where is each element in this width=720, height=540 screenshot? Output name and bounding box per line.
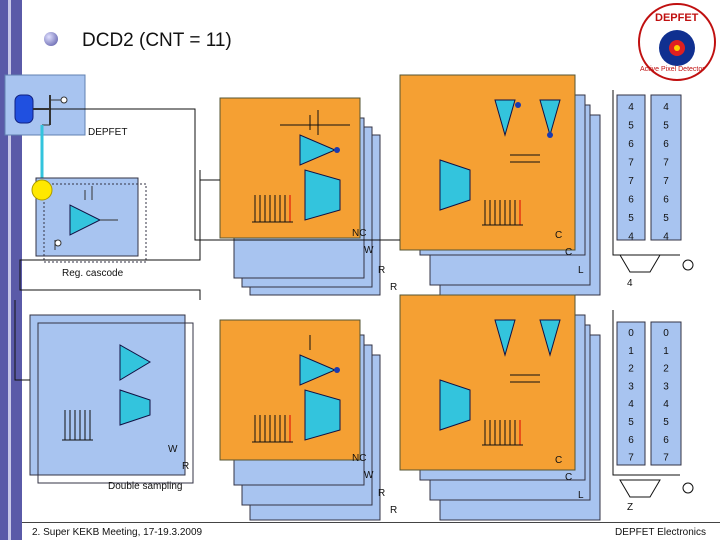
table-cell-bot_right: 0 [663, 328, 669, 339]
table-cell-top_right: 5 [663, 213, 669, 224]
table-cell-top_right: 4 [663, 102, 669, 113]
table-cell-bot_left: 0 [628, 328, 634, 339]
output-table-values: 4 5 6 7 7 6 5 4 4 5 6 7 7 6 5 4 0 1 2 3 4 5 6 7 0 1 2 3 4 5 6 7 [628, 102, 669, 464]
double-sampling-box [29, 314, 194, 484]
c-top-label-1: C [555, 230, 563, 241]
r-bottom-label-1: R [378, 488, 386, 499]
table-cell-top_left: 7 [628, 176, 634, 187]
table-cell-top_left: 7 [628, 158, 634, 169]
w-top-label: W [364, 245, 374, 256]
table-cell-bot_left: 5 [628, 417, 634, 428]
title-bullet-icon [44, 32, 58, 46]
table-cell-top_left: 4 [628, 232, 634, 243]
r-bottom-label-2: R [390, 505, 398, 516]
table-cell-top_left: 5 [628, 121, 634, 132]
l-bottom-label: L [578, 490, 584, 501]
table-cell-bot_left: 7 [628, 453, 634, 464]
table-cell-top_left: 4 [628, 102, 634, 113]
table-cell-top_left: 5 [628, 213, 634, 224]
table-cell-top_right: 6 [663, 195, 669, 206]
l-top-label: L [578, 265, 584, 276]
bottom-output-value: Z [627, 502, 634, 513]
r-top-label-2: R [390, 282, 398, 293]
footer-right: DEPFET Electronics [615, 527, 706, 538]
r-top-label-1: R [378, 265, 386, 276]
sidebar-stripe [8, 0, 11, 540]
slide-title: DCD2 (CNT = 11) [82, 30, 232, 51]
double-sampling-label: Double sampling [108, 481, 183, 492]
table-cell-bot_right: 2 [663, 364, 669, 375]
table-cell-bot_left: 1 [628, 346, 634, 357]
w-bottom-label: W [364, 470, 374, 481]
table-cell-bot_right: 5 [663, 417, 669, 428]
depfet-label: DEPFET [88, 127, 128, 138]
reg-cascode-box [31, 177, 147, 263]
table-cell-bot_right: 1 [663, 346, 669, 357]
table-cell-bot_right: 4 [663, 399, 669, 410]
w-left-label: W [168, 444, 178, 455]
table-cell-top_right: 7 [663, 176, 669, 187]
table-cell-bot_left: 3 [628, 381, 634, 392]
depfet-logo [638, 3, 716, 81]
logo-subtext: Active Pixel Detector [640, 66, 705, 73]
reg-cascode-label: Reg. cascode [62, 268, 124, 279]
table-cell-top_left: 6 [628, 195, 634, 206]
top-output-value: 4 [627, 278, 633, 289]
table-cell-top_left: 6 [628, 139, 634, 150]
bottom-output-table [616, 321, 694, 498]
bottom-block-right [399, 294, 601, 521]
nc-top-label: NC [352, 228, 367, 239]
top-block-left [219, 97, 381, 296]
top-block-right [399, 74, 601, 296]
nc-bottom-label: NC [352, 453, 367, 464]
top-output-table [616, 94, 694, 273]
bottom-block-left [219, 319, 381, 521]
c-bottom-label-1: C [555, 455, 563, 466]
table-cell-bot_right: 6 [663, 435, 669, 446]
table-cell-bot_right: 3 [663, 381, 669, 392]
table-cell-bot_right: 7 [663, 453, 669, 464]
footer-left: 2. Super KEKB Meeting, 17-19.3.2009 [32, 527, 203, 538]
table-cell-top_right: 5 [663, 121, 669, 132]
table-cell-top_right: 4 [663, 232, 669, 243]
table-cell-bot_left: 6 [628, 435, 634, 446]
footer-divider [22, 522, 720, 523]
table-cell-top_right: 6 [663, 139, 669, 150]
c-top-label-2: C [565, 247, 573, 258]
table-cell-top_right: 7 [663, 158, 669, 169]
table-cell-bot_left: 2 [628, 364, 634, 375]
depfet-pixel-area [4, 74, 86, 185]
logo-text: DEPFET [655, 12, 699, 24]
r-left-label: R [182, 461, 190, 472]
c-bottom-label-2: C [565, 472, 573, 483]
table-cell-bot_left: 4 [628, 399, 634, 410]
